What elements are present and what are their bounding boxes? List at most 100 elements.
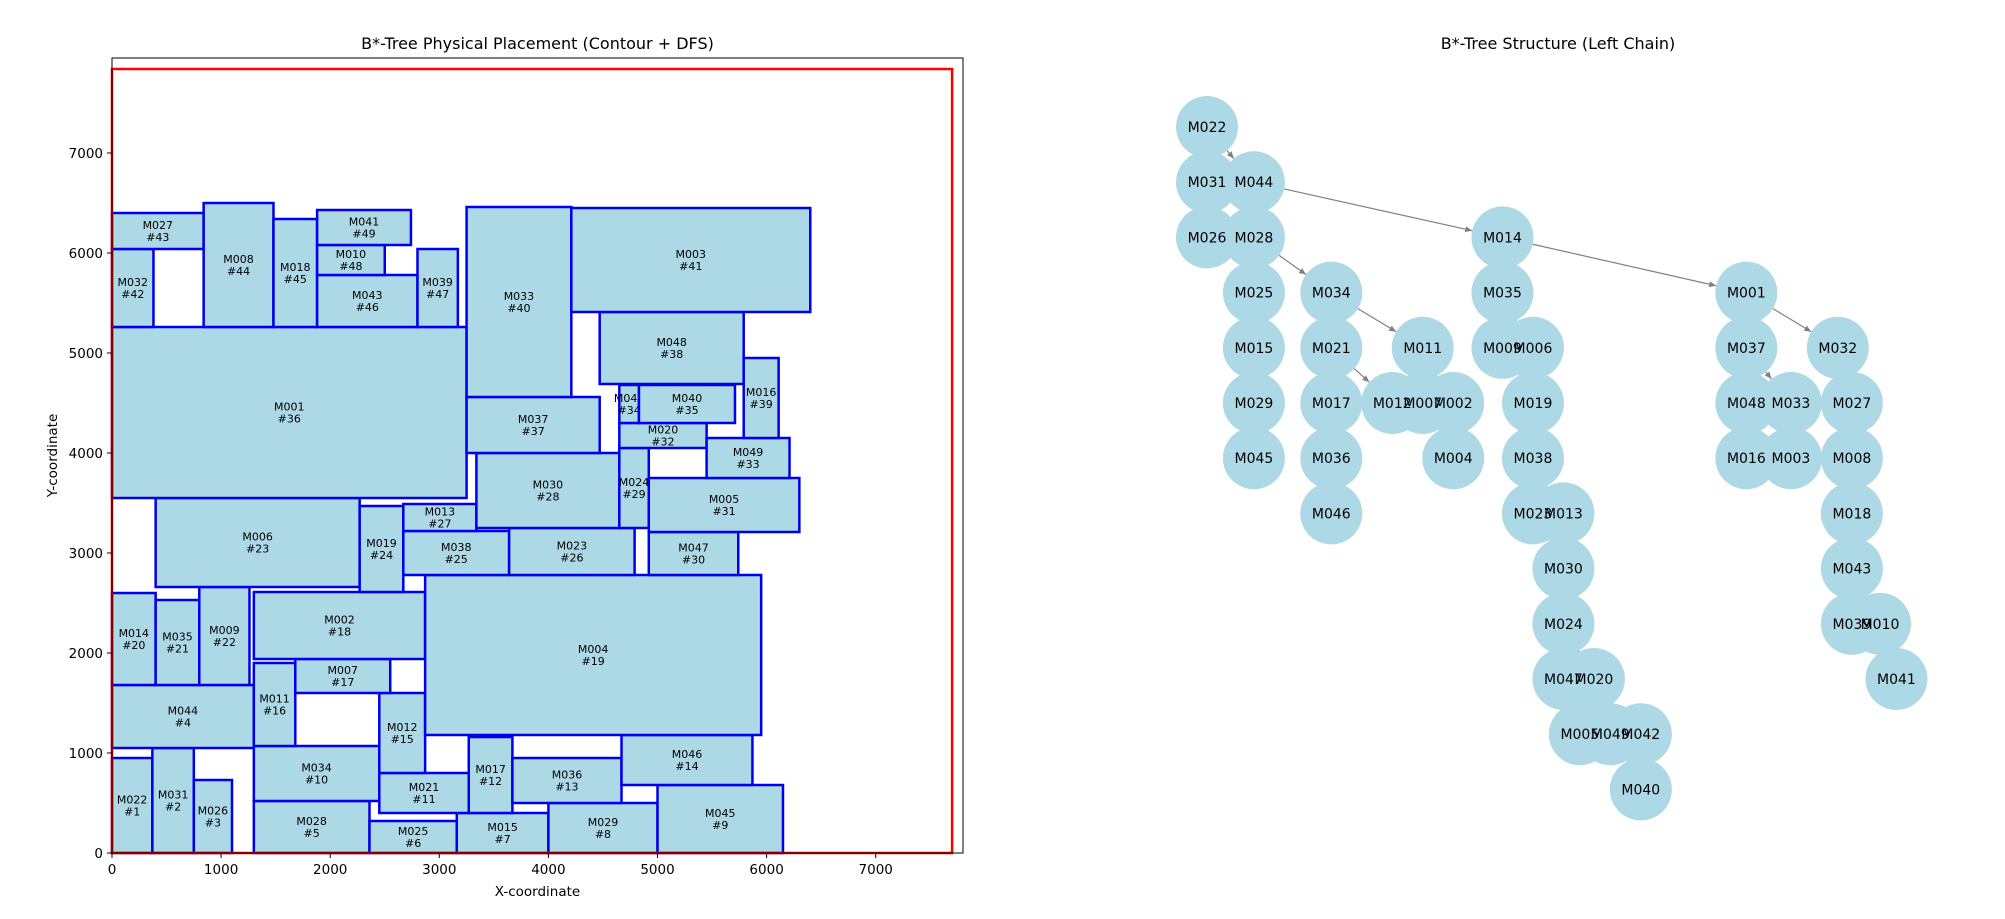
block-M015 (455, 811, 550, 855)
block-M030 (475, 451, 621, 530)
tree-node-M044 (1222, 151, 1285, 214)
tree-node-label: M008 (1832, 451, 1871, 467)
block-order-label: #34 (618, 404, 641, 417)
block-M028 (252, 799, 371, 855)
block-name-label: M038 (441, 541, 472, 554)
block-name-label: M001 (274, 401, 305, 414)
block-order-label: #36 (278, 413, 301, 426)
tree-node-label: M004 (1434, 451, 1473, 467)
block-M013 (402, 502, 478, 533)
tree-node-label: M041 (1877, 672, 1916, 688)
block-name-label: M011 (259, 693, 290, 706)
block-name-label: M013 (425, 506, 456, 519)
block-order-label: #10 (305, 774, 328, 787)
block-order-label: #21 (166, 643, 189, 656)
x-tick-label: 1000 (204, 862, 238, 878)
x-tick-label: 6000 (749, 862, 783, 878)
block-name-label: M042 (614, 392, 645, 405)
tree-node-M011 (1391, 316, 1454, 379)
tree-node-M024 (1532, 592, 1595, 655)
block-M023 (507, 526, 636, 577)
block-M003 (570, 206, 812, 314)
tree-node-label: M038 (1514, 451, 1553, 467)
block-M024 (618, 446, 651, 530)
block-M016 (742, 356, 780, 440)
tree-edges (1226, 150, 1812, 653)
block-name-label: M009 (209, 624, 240, 637)
tree-node-label: M048 (1727, 396, 1766, 412)
x-tick-label: 2000 (313, 862, 347, 878)
block-name-label: M012 (387, 721, 418, 734)
tree-node-label: M001 (1727, 286, 1766, 302)
block-M026 (192, 778, 234, 855)
block-M039 (416, 247, 460, 329)
tree-node-M020 (1562, 648, 1625, 710)
tree-node-M043 (1820, 537, 1883, 600)
tree-node-label: M012 (1373, 396, 1412, 412)
block-name-label: M008 (223, 253, 254, 266)
tree-node-label: M046 (1312, 506, 1351, 522)
tree-node-label: M045 (1234, 451, 1273, 467)
tree-node-label: M042 (1621, 727, 1660, 743)
tree-node-M002 (1422, 372, 1485, 434)
block-name-label: M015 (487, 821, 518, 834)
tree-node-label: M022 (1188, 120, 1227, 136)
tree-node-M040 (1609, 758, 1672, 821)
block-M004 (423, 573, 763, 737)
tree-node-M019 (1501, 372, 1564, 434)
tree-edge (1357, 308, 1397, 333)
tree-node-label: M032 (1818, 341, 1857, 357)
block-M017 (467, 735, 514, 815)
block-order-label: #35 (675, 404, 698, 417)
tree-node-label: M019 (1514, 396, 1553, 412)
placement-axes-frame (111, 57, 964, 854)
block-order-label: #8 (595, 828, 611, 841)
tree-node-M032 (1806, 316, 1869, 379)
tree-edge (1284, 188, 1473, 233)
block-order-label: #45 (284, 273, 307, 286)
tree-node-label: M016 (1727, 451, 1766, 467)
tree-node-M041 (1865, 648, 1928, 710)
tree-edge (1532, 243, 1717, 288)
block-name-label: M026 (198, 805, 229, 818)
block-order-label: #23 (246, 543, 269, 556)
tree-node-label: M040 (1621, 782, 1660, 798)
tree-node-M017 (1300, 372, 1363, 434)
tree-node-label: M026 (1188, 230, 1227, 246)
block-name-label: M047 (678, 542, 709, 555)
tree-node-label: M018 (1832, 506, 1871, 522)
tree-node-label: M005 (1560, 727, 1599, 743)
tree-node-M045 (1222, 427, 1285, 490)
block-order-label: #37 (522, 425, 545, 438)
block-order-label: #44 (227, 265, 250, 278)
tree-node-M035 (1471, 261, 1534, 324)
y-tick-label: 5000 (69, 346, 103, 362)
block-order-label: #14 (675, 760, 698, 773)
tree-node-label: M020 (1575, 672, 1614, 688)
tree-node-label: M044 (1234, 175, 1273, 191)
block-name-label: M003 (676, 248, 707, 261)
block-M008 (202, 201, 275, 329)
tree-node-M033 (1759, 372, 1822, 434)
tree-edge (1278, 254, 1307, 276)
tree-node-label: M011 (1403, 341, 1442, 357)
tree-node-label: M024 (1544, 617, 1583, 633)
block-name-label: M048 (656, 336, 687, 349)
block-order-label: #13 (555, 781, 578, 794)
block-order-label: #38 (660, 348, 683, 361)
y-tick-label: 2000 (69, 646, 103, 662)
block-order-label: #4 (175, 717, 191, 730)
tree-node-label: M025 (1234, 286, 1273, 302)
block-name-label: M027 (143, 219, 174, 232)
block-name-label: M035 (162, 631, 193, 644)
block-order-label: #1 (124, 806, 140, 819)
tree-node-M048 (1715, 372, 1778, 434)
tree-node-M008 (1820, 427, 1883, 490)
tree-node-label: M014 (1483, 230, 1522, 246)
tree-node-label: M047 (1544, 672, 1583, 688)
block-order-label: #22 (213, 636, 236, 649)
